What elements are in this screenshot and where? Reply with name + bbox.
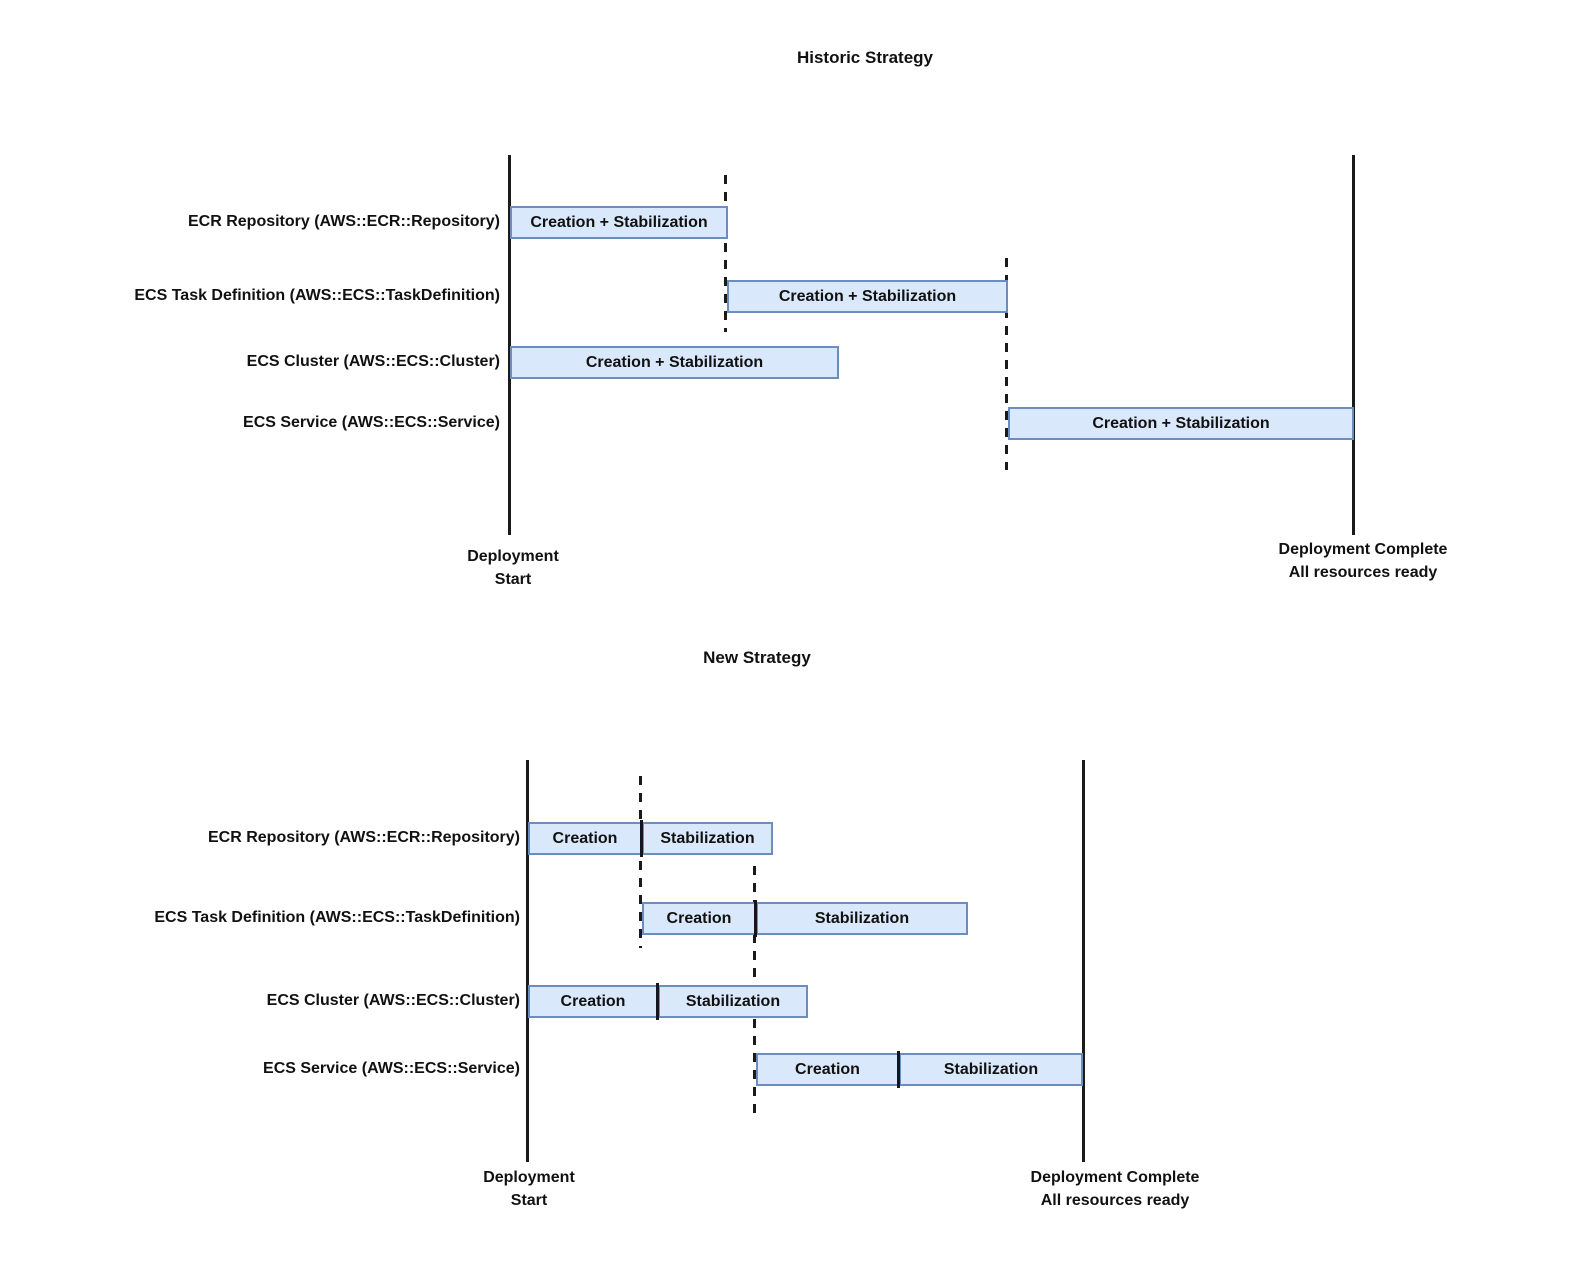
phase-divider [754,900,757,937]
milestone-line2: Start [494,571,532,588]
new-bar-ecr-stabilization: Stabilization [642,822,773,855]
new-deployment-complete-label: Deployment Complete All resources ready [982,1166,1248,1212]
historic-bar-ecr-repository: Creation + Stabilization [510,206,728,239]
historic-row-label-ecs-service: ECS Service (AWS::ECS::Service) [243,414,500,431]
new-row-label-ecs-cluster: ECS Cluster (AWS::ECS::Cluster) [266,992,520,1009]
new-bar-taskdef-creation: Creation [642,902,756,935]
historic-deployment-complete-label: Deployment Complete All resources ready [1230,538,1496,584]
historic-title: Historic Strategy [796,48,934,67]
new-bar-service-creation: Creation [756,1053,899,1086]
new-dependency-dashed-line-1 [639,776,642,948]
historic-row-label-ecr-repository: ECR Repository (AWS::ECR::Repository) [187,213,500,230]
phase-divider [897,1051,900,1088]
new-bar-service-stabilization: Stabilization [899,1053,1083,1086]
historic-row-label-ecs-cluster: ECS Cluster (AWS::ECS::Cluster) [246,353,500,370]
historic-deployment-complete-line [1352,155,1355,535]
milestone-line1: Deployment Complete [1030,1169,1200,1186]
new-deployment-start-line [526,760,529,1162]
historic-row-label-ecs-task-definition: ECS Task Definition (AWS::ECS::TaskDefin… [134,287,500,304]
historic-dependency-dashed-line-1 [724,175,727,332]
milestone-line1: Deployment Complete [1278,541,1448,558]
milestone-line1: Deployment [483,1169,575,1186]
new-bar-cluster-stabilization: Stabilization [658,985,808,1018]
phase-divider [656,983,659,1020]
historic-deployment-start-label: Deployment Start [413,545,613,591]
milestone-line2: Start [510,1192,548,1209]
historic-dependency-dashed-line-2 [1005,258,1008,470]
new-deployment-complete-line [1082,760,1085,1162]
new-row-label-ecs-task-definition: ECS Task Definition (AWS::ECS::TaskDefin… [154,909,520,926]
historic-bar-ecs-cluster: Creation + Stabilization [510,346,839,379]
milestone-line2: All resources ready [1288,564,1438,581]
new-row-label-ecr-repository: ECR Repository (AWS::ECR::Repository) [207,829,520,846]
milestone-line1: Deployment [467,548,559,565]
new-deployment-start-label: Deployment Start [429,1166,629,1212]
new-bar-cluster-creation: Creation [528,985,658,1018]
phase-divider [640,820,643,857]
milestone-line2: All resources ready [1040,1192,1190,1209]
new-strategy-title: New Strategy [703,648,811,667]
historic-bar-ecs-service: Creation + Stabilization [1008,407,1354,440]
new-row-label-ecs-service: ECS Service (AWS::ECS::Service) [263,1060,520,1077]
new-bar-ecr-creation: Creation [528,822,642,855]
new-bar-taskdef-stabilization: Stabilization [756,902,968,935]
historic-deployment-start-line [508,155,511,535]
historic-bar-ecs-task-definition: Creation + Stabilization [727,280,1008,313]
